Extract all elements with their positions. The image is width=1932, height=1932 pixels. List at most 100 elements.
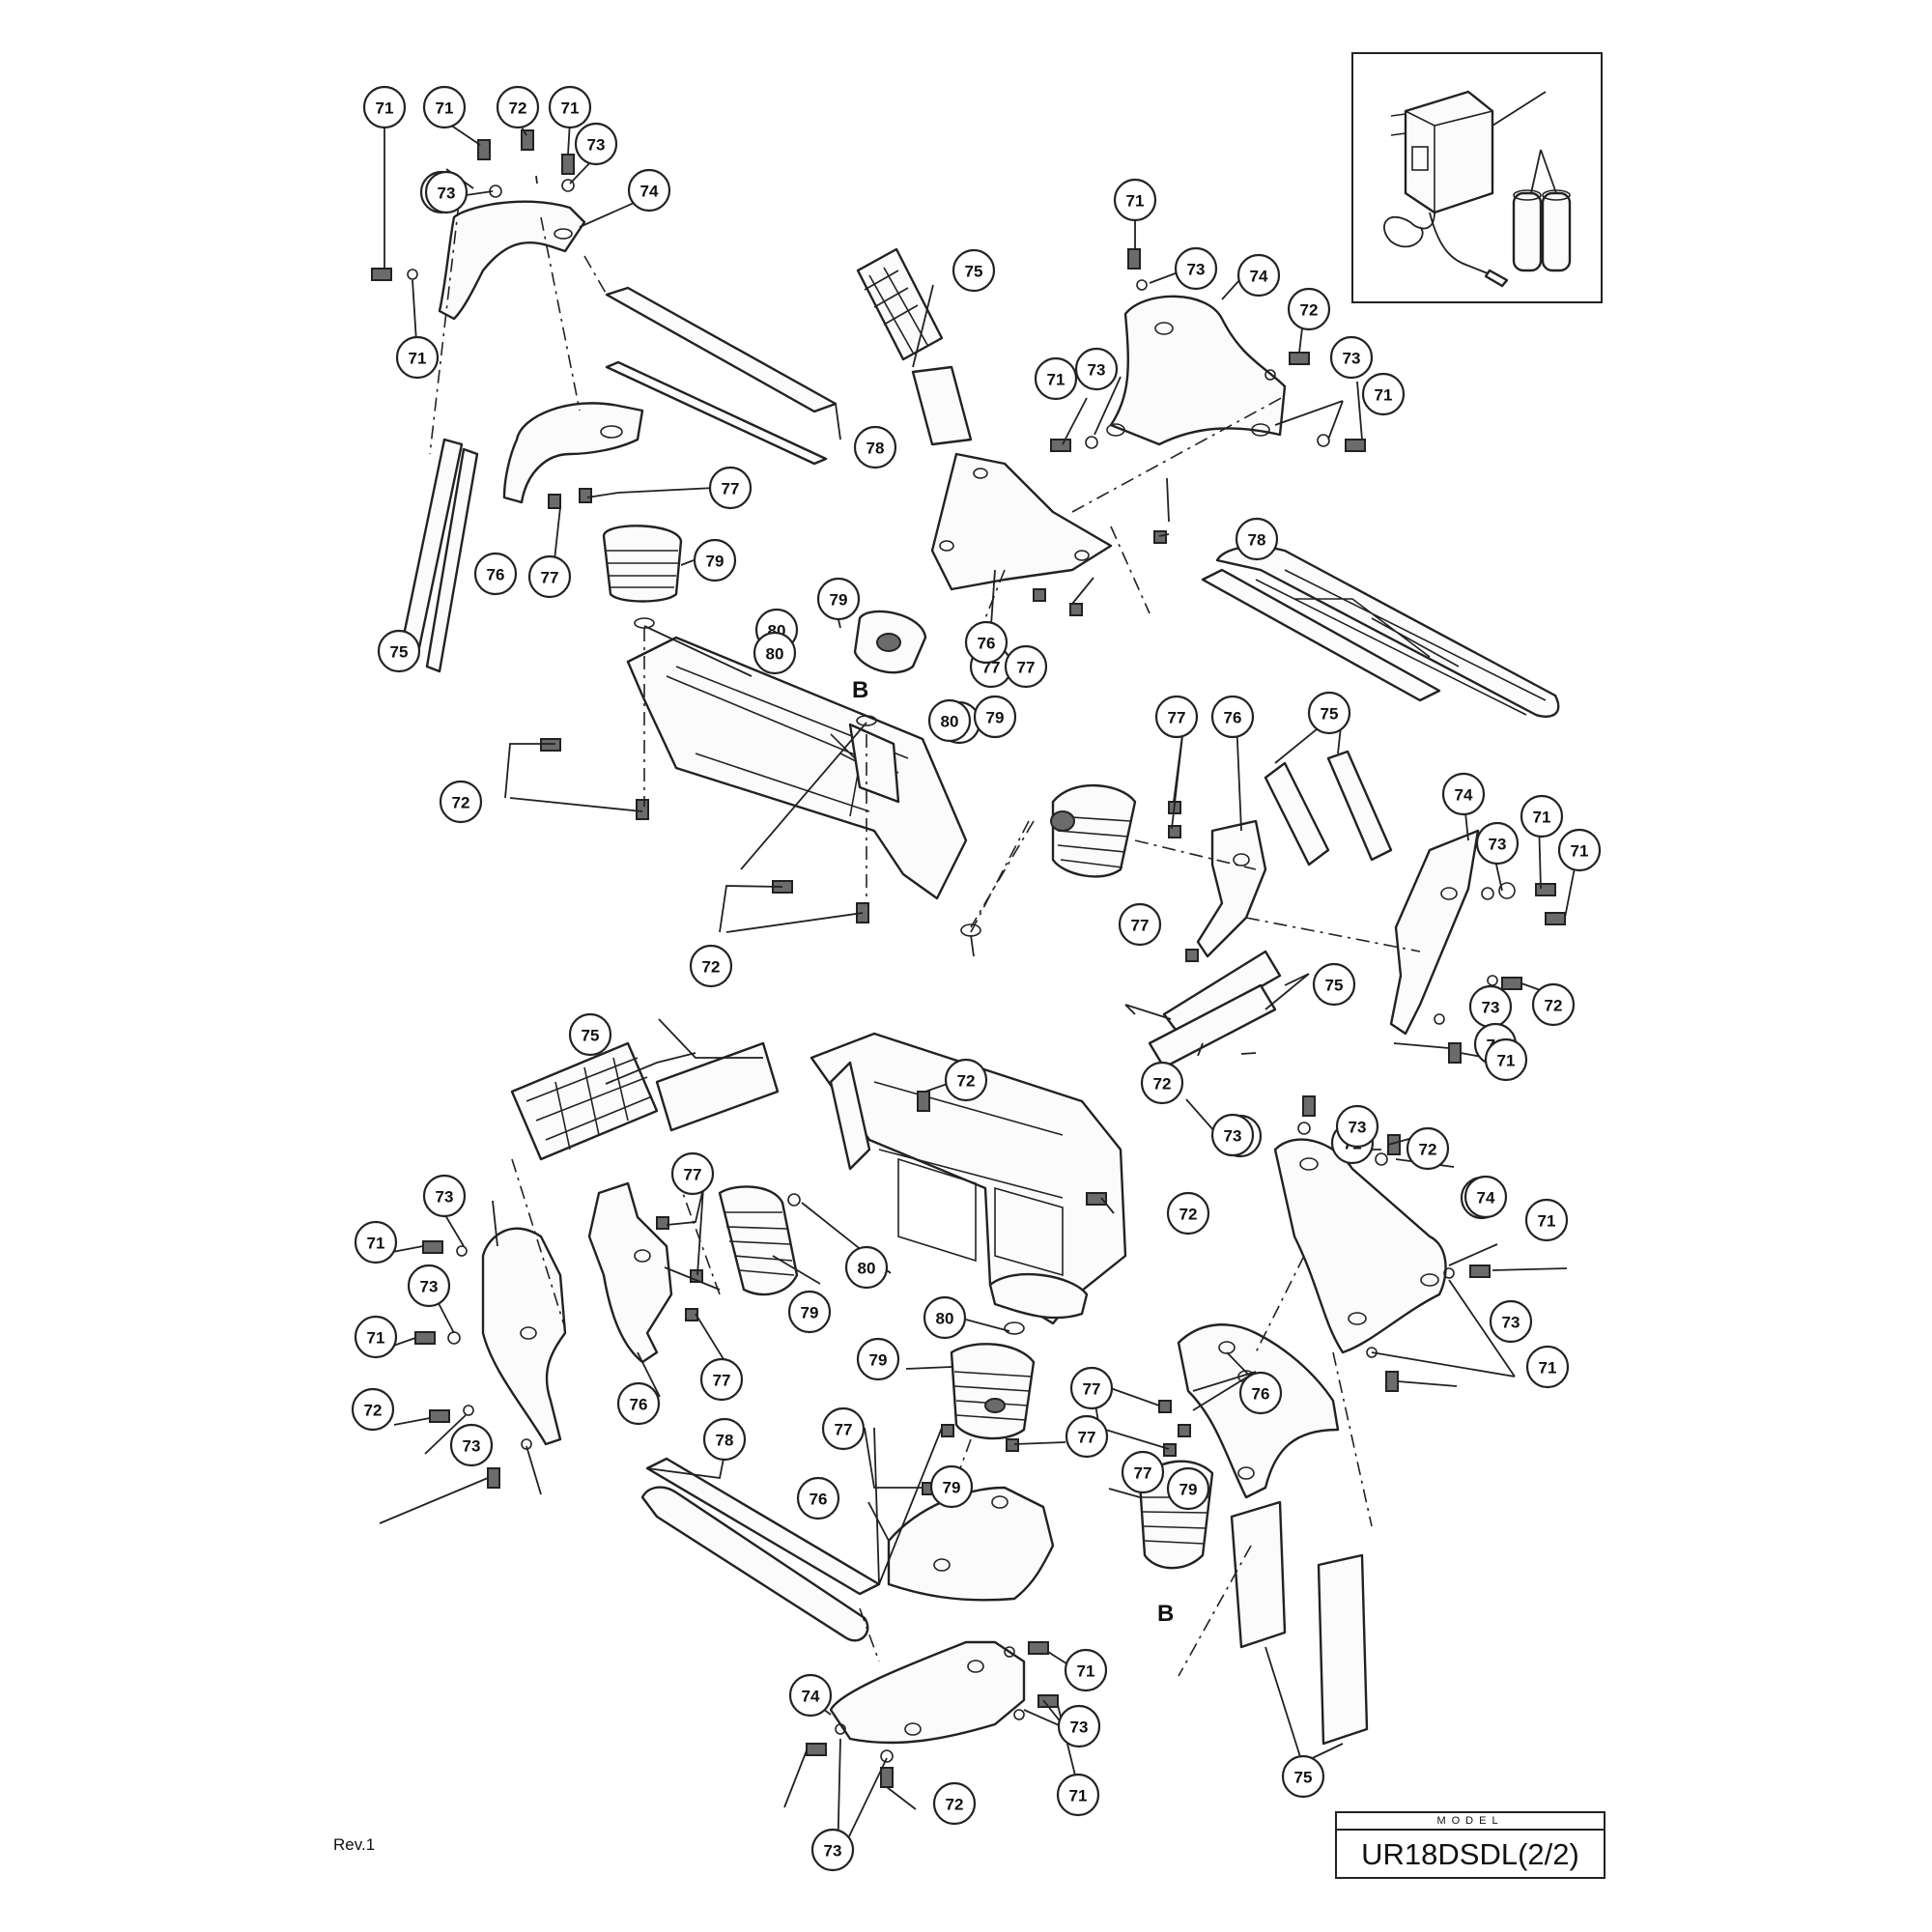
- callout-number: 73: [1349, 1119, 1367, 1137]
- part-callout: 79: [856, 1337, 900, 1381]
- callout-number: 71: [1571, 842, 1589, 861]
- callout-number: 76: [810, 1491, 828, 1509]
- callout-number: 72: [1153, 1075, 1172, 1094]
- callout-number: 78: [867, 440, 885, 458]
- callout-circle: [422, 85, 467, 129]
- callout-number: 77: [1168, 709, 1186, 727]
- part-callout: 75: [1281, 1754, 1325, 1799]
- callout-circle: [810, 1828, 855, 1872]
- model-title-block: MODEL UR18DSDL(2/2): [1335, 1811, 1605, 1879]
- part-callout: 77: [1154, 695, 1199, 739]
- callout-circle: [627, 168, 671, 213]
- callout-circle: [1525, 1345, 1570, 1389]
- callout-number: 71: [367, 1235, 385, 1253]
- callout-number: 77: [835, 1421, 853, 1439]
- callout-number: 72: [364, 1402, 383, 1420]
- part-callout: 74: [1463, 1175, 1508, 1219]
- callout-circle: [844, 1245, 889, 1290]
- callout-number: 73: [1070, 1719, 1089, 1737]
- part-callout: 72: [496, 85, 540, 129]
- callout-circle: [1329, 335, 1374, 380]
- part-callout: 73: [1057, 1704, 1101, 1748]
- callout-number: 75: [582, 1027, 600, 1045]
- callout-circle: [1312, 962, 1356, 1007]
- part-callout: 80: [927, 698, 972, 743]
- callout-number: 71: [1533, 809, 1551, 827]
- callout-circle: [1361, 372, 1406, 416]
- callout-number: 77: [1017, 659, 1036, 677]
- part-callout: 73: [1489, 1299, 1533, 1344]
- callout-number: 75: [390, 643, 409, 662]
- part-callout: 72: [1406, 1126, 1450, 1171]
- part-callout: 80: [844, 1245, 889, 1290]
- part-callout: 78: [702, 1417, 747, 1462]
- callout-number: 80: [941, 713, 959, 731]
- callout-circle: [1166, 1466, 1210, 1511]
- part-callout: 71: [1113, 178, 1157, 222]
- callout-circle: [449, 1423, 494, 1467]
- part-callout: 75: [1307, 691, 1351, 735]
- part-callout: 71: [1064, 1648, 1108, 1692]
- callout-number: 71: [1047, 371, 1065, 389]
- callout-circle: [568, 1012, 612, 1057]
- callout-number: 71: [1069, 1787, 1088, 1805]
- callout-circle: [1287, 287, 1331, 331]
- callout-circle: [1034, 356, 1078, 401]
- upper-right-assembly: [856, 247, 1560, 718]
- callout-number: 72: [1179, 1206, 1198, 1224]
- part-callout: 71: [1525, 1345, 1570, 1389]
- callout-circle: [787, 1290, 832, 1334]
- callout-circle: [616, 1381, 661, 1426]
- callout-circle: [377, 629, 421, 673]
- callout-number: 73: [1224, 1127, 1242, 1146]
- callout-circle: [1069, 1366, 1114, 1410]
- callout-number: 74: [1455, 786, 1473, 805]
- part-callout: 73: [1468, 984, 1513, 1029]
- part-callout: 73: [422, 1174, 467, 1218]
- callout-circle: [753, 631, 797, 675]
- callout-circle: [1166, 1191, 1210, 1236]
- part-callout: 79: [816, 577, 861, 621]
- callout-circle: [1113, 178, 1157, 222]
- part-callout: 76: [473, 552, 518, 596]
- callout-circle: [424, 170, 469, 214]
- callout-circle: [699, 1357, 744, 1402]
- callout-circle: [788, 1673, 833, 1718]
- callout-number: 79: [869, 1351, 888, 1370]
- callout-number: 76: [1224, 709, 1242, 727]
- callout-number: 71: [376, 99, 394, 118]
- callout-circle: [354, 1315, 398, 1359]
- callout-circle: [1463, 1175, 1508, 1219]
- ac-adapter-icon: [1383, 90, 1509, 288]
- callout-circle: [932, 1781, 977, 1826]
- lower-center-assembly: [640, 1343, 1059, 1788]
- section-mark-b-bottom: B: [1157, 1601, 1174, 1627]
- accessory-box: [1351, 52, 1603, 303]
- part-callout: 71: [1524, 1198, 1569, 1242]
- callout-circle: [1307, 691, 1351, 735]
- right-middle-assembly: [970, 750, 1566, 1069]
- part-callout: 71: [1361, 372, 1406, 416]
- callout-number: 73: [1482, 999, 1500, 1017]
- callout-circle: [853, 425, 897, 469]
- part-callout: 73: [1475, 821, 1520, 866]
- part-callout: 72: [932, 1781, 977, 1826]
- callout-number: 71: [367, 1329, 385, 1348]
- callout-number: 79: [1179, 1481, 1198, 1499]
- part-callout: 73: [1335, 1104, 1379, 1149]
- part-callout: 77: [821, 1406, 866, 1451]
- central-housing: [810, 1032, 1127, 1335]
- part-callout: 75: [952, 248, 996, 293]
- part-callout: 79: [929, 1464, 974, 1509]
- part-callout: 72: [1531, 982, 1576, 1027]
- callout-circle: [1484, 1037, 1528, 1082]
- callout-circle: [395, 335, 440, 380]
- callout-circle: [1236, 253, 1281, 298]
- part-callout: 73: [1329, 335, 1374, 380]
- callout-number: 71: [1126, 192, 1145, 211]
- callout-circle: [1520, 794, 1564, 838]
- part-callout: 72: [1287, 287, 1331, 331]
- callout-number: 75: [1294, 1769, 1313, 1787]
- callout-circle: [952, 248, 996, 293]
